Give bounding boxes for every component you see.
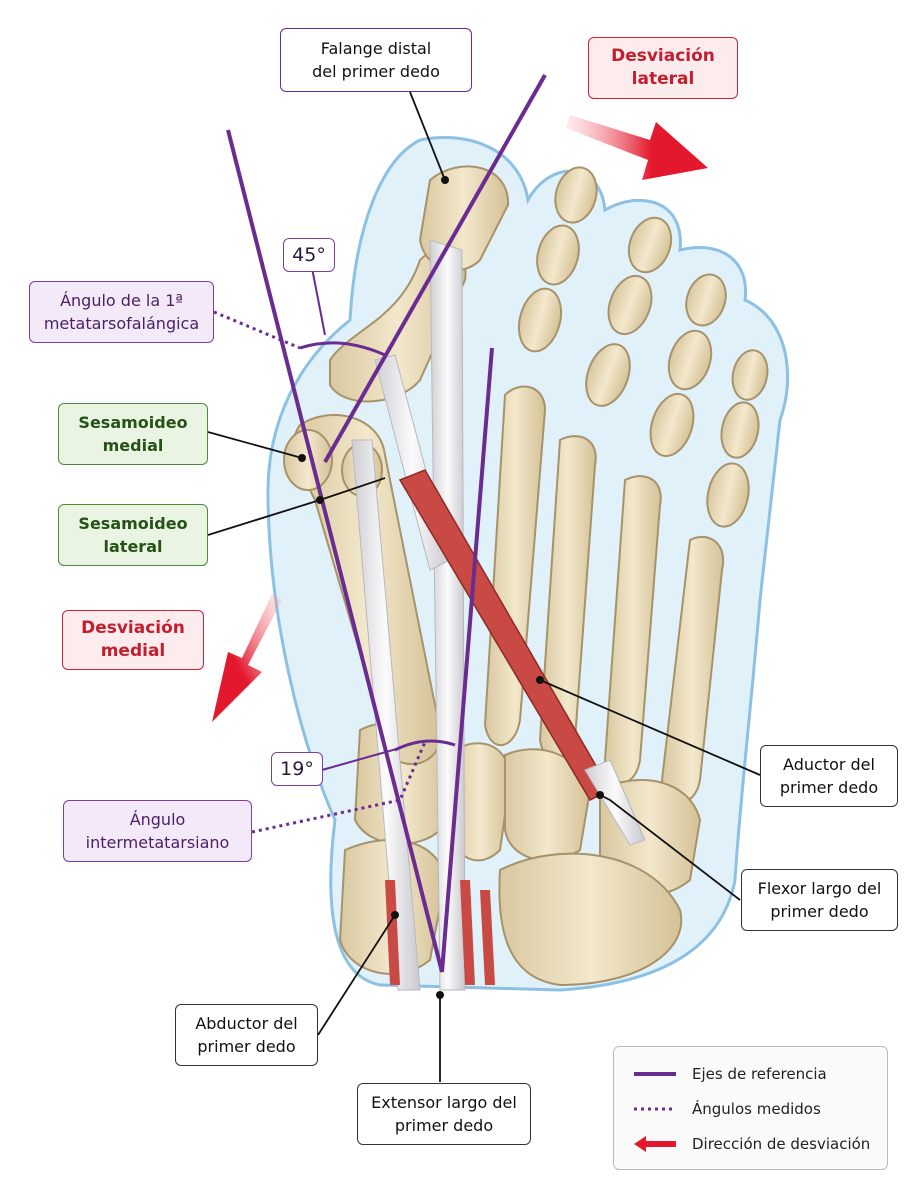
legend-label: Dirección de desviación	[692, 1135, 871, 1153]
legend-label: Ángulos medidos	[692, 1100, 821, 1118]
angle-leaders	[213, 267, 427, 834]
leader-lines	[207, 91, 761, 1082]
dotted-line-icon	[634, 1107, 676, 1111]
intermetatarsal-angle-arc	[394, 739, 456, 752]
lesser-toes	[517, 166, 769, 528]
legend-label: Ejes de referencia	[692, 1065, 827, 1083]
legend-item-direction: Dirección de desviación	[632, 1132, 870, 1156]
label-angle-19: 19°	[271, 752, 323, 786]
legend-item-axes: Ejes de referencia	[632, 1062, 827, 1086]
medial-deviation-arrow	[212, 594, 282, 722]
mtf-angle-arc	[299, 341, 386, 357]
medial-sesamoid	[283, 429, 333, 491]
reference-axes	[226, 74, 547, 973]
adductor-tendon	[584, 759, 646, 846]
legend: Ejes de referencia Ángulos medidos Direc…	[613, 1046, 888, 1170]
lesser-metatarsals	[483, 385, 725, 804]
solid-line-icon	[634, 1072, 676, 1076]
legend-item-angles: Ángulos medidos	[632, 1097, 821, 1121]
abductor-fibres	[385, 880, 495, 985]
label-angle-45: 45°	[283, 238, 335, 272]
leader-dots	[298, 176, 604, 999]
red-arrow-icon	[634, 1136, 676, 1152]
lateral-deviation-arrow	[566, 115, 708, 180]
